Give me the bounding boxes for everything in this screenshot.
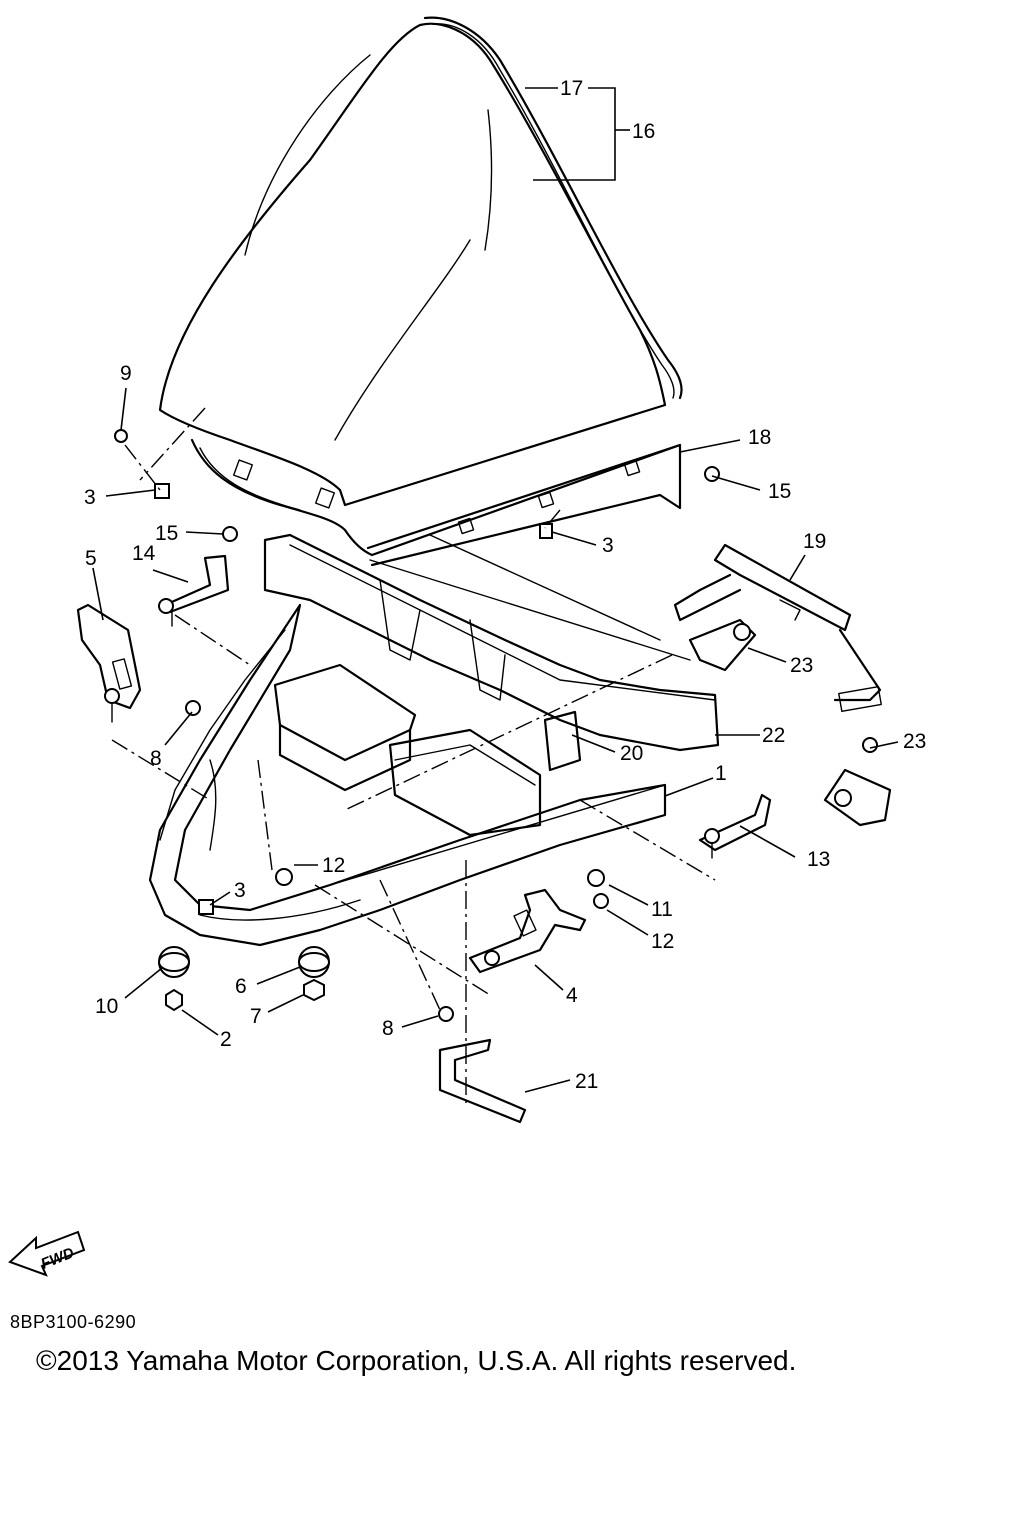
callout-labels: 17 16 18 15 9 3 3 15 14 5 19 23 22 8 20 … xyxy=(84,77,926,1093)
part-19 xyxy=(673,543,882,713)
callout-3: 3 xyxy=(84,486,96,509)
part-5 xyxy=(76,603,142,723)
cowl-stay xyxy=(263,533,720,752)
fasteners xyxy=(114,429,720,1022)
part-14 xyxy=(158,554,230,627)
part-23-upper xyxy=(688,618,757,672)
callout-4: 4 xyxy=(566,984,578,1007)
copyright: ©2013 Yamaha Motor Corporation, U.S.A. A… xyxy=(36,1345,797,1376)
fwd-arrow-icon: FWD xyxy=(8,1230,86,1277)
callout-17: 17 xyxy=(560,77,583,100)
windshield xyxy=(158,16,683,507)
inner-box xyxy=(273,663,542,837)
callout-22: 22 xyxy=(762,724,785,747)
callout-12: 12 xyxy=(651,930,674,953)
callout-15: 15 xyxy=(155,522,178,545)
callout-20: 20 xyxy=(620,742,643,765)
callout-13: 13 xyxy=(807,848,830,871)
part-20 xyxy=(543,710,582,772)
assembly-lines xyxy=(111,407,716,1105)
callout-3: 3 xyxy=(602,534,614,557)
part-4 xyxy=(468,888,587,974)
callout-2: 2 xyxy=(220,1028,232,1051)
callout-3: 3 xyxy=(234,879,246,902)
callout-9: 9 xyxy=(120,362,132,385)
callout-10: 10 xyxy=(95,995,118,1018)
part-number: 8BP3100-6290 xyxy=(10,1312,137,1332)
leader-lines xyxy=(92,87,899,1093)
callout-8: 8 xyxy=(150,747,162,770)
lower-cowling xyxy=(148,603,667,947)
windshield-frame xyxy=(190,438,682,567)
callout-21: 21 xyxy=(575,1070,598,1093)
callout-5: 5 xyxy=(85,547,97,570)
callout-11: 11 xyxy=(651,898,673,921)
callout-8: 8 xyxy=(382,1017,394,1040)
callout-12: 12 xyxy=(322,854,345,877)
callout-16: 16 xyxy=(632,120,655,143)
callout-19: 19 xyxy=(803,530,826,553)
callout-23: 23 xyxy=(903,730,926,753)
part-21 xyxy=(438,1038,527,1124)
callout-18: 18 xyxy=(748,426,771,449)
callout-7: 7 xyxy=(250,1005,262,1028)
callout-1: 1 xyxy=(715,762,727,785)
callout-15: 15 xyxy=(768,480,791,503)
callout-6: 6 xyxy=(235,975,247,998)
callout-23: 23 xyxy=(790,654,813,677)
part-13 xyxy=(698,793,772,859)
part-23-lower xyxy=(823,737,892,827)
callout-14: 14 xyxy=(132,542,156,565)
